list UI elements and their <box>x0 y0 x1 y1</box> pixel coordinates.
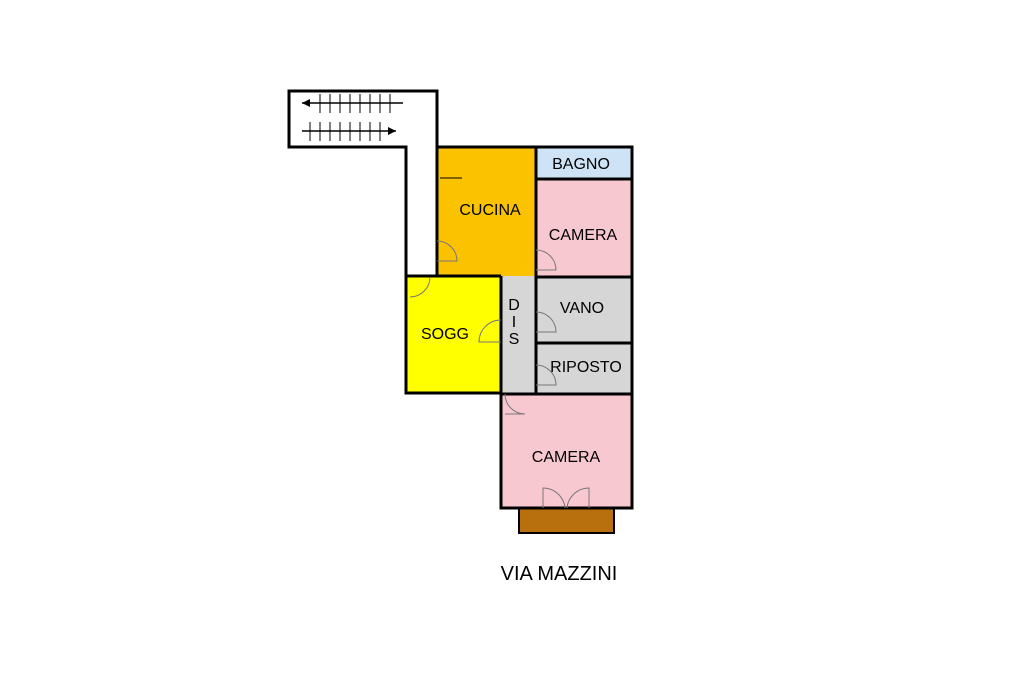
walls <box>404 145 634 534</box>
doors <box>409 177 590 509</box>
label-disimpegno-letter: S <box>509 331 520 348</box>
room-disimpegno <box>501 276 536 394</box>
label-disimpegno-letter: D <box>508 297 520 314</box>
room-bagno <box>536 147 632 179</box>
label-cucina: CUCINA <box>459 202 521 219</box>
room-camera-top <box>536 179 632 277</box>
label-soggiorno: SOGG <box>421 326 469 343</box>
label-bagno: BAGNO <box>552 156 610 173</box>
street-name: VIA MAZZINI <box>501 563 618 585</box>
room-camera-bottom <box>501 394 632 508</box>
label-ripostiglio: RIPOSTO <box>550 359 622 376</box>
room-cucina <box>437 147 536 277</box>
label-camera-bottom: CAMERA <box>532 449 601 466</box>
balcony <box>519 508 614 533</box>
stairwell <box>287 89 439 278</box>
label-disimpegno-letter: I <box>512 314 516 331</box>
label-vano: VANO <box>560 300 604 317</box>
label-camera-top: CAMERA <box>549 227 618 244</box>
room-soggiorno <box>406 276 501 393</box>
